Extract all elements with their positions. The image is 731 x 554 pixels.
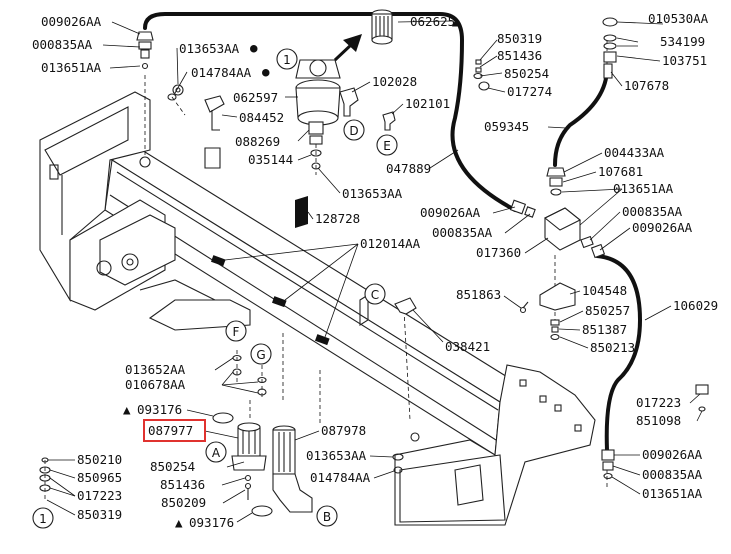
part-label-087977[interactable]: 087977 [148,423,193,438]
part-label-084452[interactable]: 084452 [239,110,284,125]
part-label-851863[interactable]: 851863 [456,287,501,302]
callout-d: D [349,124,358,138]
part-label-107678[interactable]: 107678 [624,78,669,93]
part-label-104548[interactable]: 104548 [582,283,627,298]
callout-e: E [383,139,391,153]
part-label-851436[interactable]: 851436 [160,477,205,492]
part-label-013652aa[interactable]: 013652AA [125,362,186,377]
triangle-symbol: ▲ [175,515,183,530]
part-label-851098[interactable]: 851098 [636,413,681,428]
part-label-009026aa[interactable]: 009026AA [642,447,703,462]
part-label-103751[interactable]: 103751 [662,53,707,68]
hose-106029 [595,254,643,452]
slot-hole [314,334,330,346]
small-parts [39,9,709,517]
triangle-symbol: ▲ [452,14,460,29]
part-label-102028[interactable]: 102028 [372,74,417,89]
part-label-106029[interactable]: 106029 [673,298,718,313]
part-label-010530aa[interactable]: 010530AA [648,11,709,26]
part-label-000835aa[interactable]: 000835AA [32,37,93,52]
slot-hole [271,296,287,308]
part-label-850319[interactable]: 850319 [497,31,542,46]
part-label-850213[interactable]: 850213 [590,340,635,355]
part-label-010678aa[interactable]: 010678AA [125,377,186,392]
part-label-102101[interactable]: 102101 [405,96,450,111]
part-label-013651aa[interactable]: 013651AA [642,486,703,501]
callout-1-top: 1 [283,53,291,67]
part-label-017360[interactable]: 017360 [476,245,521,260]
part-label-009026aa[interactable]: 009026AA [41,14,102,29]
part-label-014784aa[interactable]: 014784AA [191,65,252,80]
part-label-850319[interactable]: 850319 [77,507,122,522]
hose-059345 [553,66,609,167]
part-label-850209[interactable]: 850209 [161,495,206,510]
part-label-013653aa[interactable]: 013653AA [342,186,403,201]
dot-symbol: ● [262,64,270,79]
part-label-014784aa[interactable]: 014784AA [310,470,371,485]
part-label-850254[interactable]: 850254 [150,459,195,474]
part-label-850254[interactable]: 850254 [504,66,549,81]
part-label-013653aa[interactable]: 013653AA [179,41,240,56]
triangle-symbol: ▲ [123,402,131,417]
part-label-087978[interactable]: 087978 [321,423,366,438]
part-label-093176[interactable]: 093176 [189,515,234,530]
callout-g: G [256,348,265,362]
part-label-017223[interactable]: 017223 [636,395,681,410]
part-label-534199[interactable]: 534199 [660,34,705,49]
plate-128728 [295,196,308,228]
callout-c: C [371,288,379,302]
part-label-062625[interactable]: 062625 [410,14,455,29]
part-label-850965[interactable]: 850965 [77,470,122,485]
callout-1-bottom: 1 [39,512,47,526]
part-label-000835aa[interactable]: 000835AA [622,204,683,219]
part-label-851436[interactable]: 851436 [497,48,542,63]
part-label-013651aa[interactable]: 013651AA [41,60,102,75]
callout-f: F [233,325,240,339]
part-label-009026aa[interactable]: 009026AA [632,220,693,235]
callout-b: B [323,510,331,524]
hydraulic-hoses [143,12,643,452]
part-label-017274[interactable]: 017274 [507,84,552,99]
part-label-004433aa[interactable]: 004433AA [604,145,665,160]
slot-hole [210,255,226,267]
highlight-box [143,419,206,442]
part-label-107681[interactable]: 107681 [598,164,643,179]
part-label-035144[interactable]: 035144 [248,152,293,167]
hose-047889 [143,12,517,212]
part-labels[interactable]: 009026AA 000835AA 013651AA 013653AA ● 01… [32,11,718,530]
part-label-047889[interactable]: 047889 [386,161,431,176]
part-label-000835aa[interactable]: 000835AA [432,225,493,240]
part-label-062597[interactable]: 062597 [233,90,278,105]
part-label-850210[interactable]: 850210 [77,452,122,467]
part-label-013651aa[interactable]: 013651AA [613,181,674,196]
part-label-000835aa[interactable]: 000835AA [642,467,703,482]
part-label-012014aa[interactable]: 012014AA [360,236,421,251]
part-label-093176[interactable]: 093176 [137,402,182,417]
part-label-851387[interactable]: 851387 [582,322,627,337]
part-label-017223[interactable]: 017223 [77,488,122,503]
part-label-128728[interactable]: 128728 [315,211,360,226]
callout-a: A [212,446,221,460]
part-label-059345[interactable]: 059345 [484,119,529,134]
dot-symbol: ● [250,40,258,55]
part-label-013653aa[interactable]: 013653AA [306,448,367,463]
part-label-850257[interactable]: 850257 [585,303,630,318]
part-label-088269[interactable]: 088269 [235,134,280,149]
part-label-038421[interactable]: 038421 [445,339,490,354]
callouts: 1 1 A B C D E F G [32,48,398,529]
leader-lines [46,20,703,523]
part-label-009026aa[interactable]: 009026AA [420,205,481,220]
